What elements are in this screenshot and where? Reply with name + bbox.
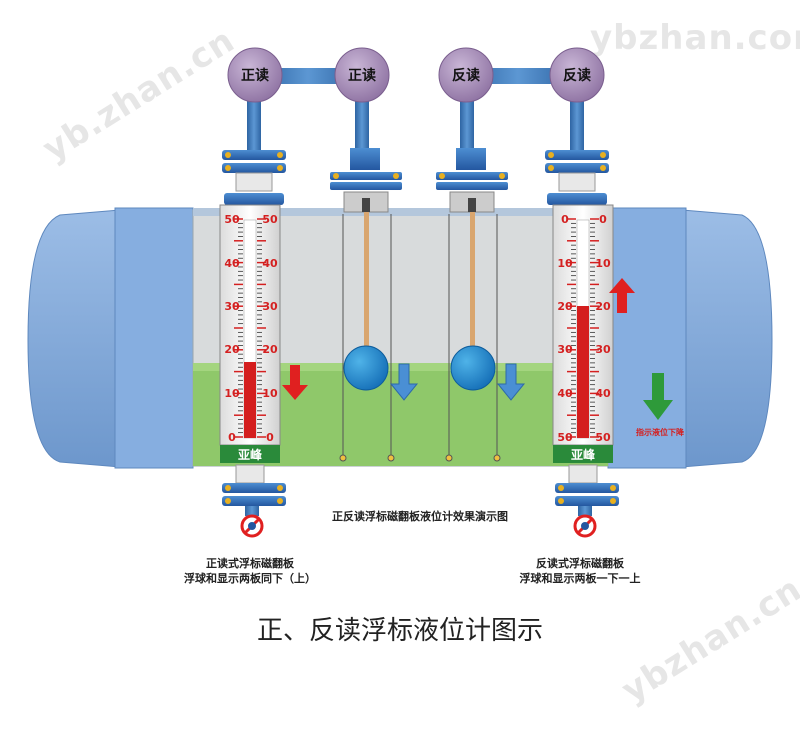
left-brand-plate: [220, 445, 280, 463]
left-scale-20-a: 20: [224, 343, 240, 356]
left-drain-valve-icon: [240, 514, 264, 538]
head-4: [549, 47, 605, 103]
left-scale-10-a: 10: [224, 387, 240, 400]
left-scale-20-b: 20: [262, 343, 278, 356]
guide-tubes: [339, 214, 501, 462]
left-caption-line-2: 浮球和显示两板同下（上）: [184, 572, 316, 585]
red-up-arrow-icon: [609, 278, 635, 313]
head-3: [438, 47, 494, 103]
left-scale-0-a: 0: [228, 431, 236, 444]
left-bottom-flange: [222, 464, 286, 516]
connecting-bars: [247, 68, 584, 160]
left-scale-30-a: 30: [224, 300, 240, 313]
right-scale-0-a: 0: [561, 213, 569, 226]
left-scale: 50 50 40 40 30 30 20 20 10 10 0 0: [224, 213, 278, 444]
right-scale-10-b: 10: [595, 257, 611, 270]
right-scale-40-b: 40: [595, 387, 611, 400]
right-scale-20-a: 20: [557, 300, 573, 313]
left-scale-40-a: 40: [224, 257, 240, 270]
left-scale-50-b: 50: [262, 213, 278, 226]
right-scale-40-a: 40: [557, 387, 573, 400]
right-scale-20-b: 20: [595, 300, 611, 313]
right-scale-0-b: 0: [599, 213, 607, 226]
right-scale-30-b: 30: [595, 343, 611, 356]
blue-down-arrow-icon-2: [496, 363, 526, 401]
left-caption-line-1: 正读式浮标磁翻板: [206, 557, 294, 570]
right-caption-line-2: 浮球和显示两板一下一上: [519, 572, 641, 585]
float-2: [450, 212, 496, 391]
left-scale-50-a: 50: [224, 213, 240, 226]
right-caption-line-1: 反读式浮标磁翻板: [536, 557, 624, 570]
left-scale-30-b: 30: [262, 300, 278, 313]
left-scale-10-b: 10: [262, 387, 278, 400]
level-note: 指示液位下降: [636, 427, 685, 437]
right-bottom-flange: [555, 464, 619, 516]
right-scale: 0 0 10 10 20 20 30 30 40 40 50 50: [557, 213, 611, 444]
head-1: [227, 47, 283, 103]
float-1: [343, 212, 389, 391]
demo-title: 正反读浮标磁翻板液位计效果演示图: [332, 509, 508, 523]
head-label-2: 正读: [348, 67, 376, 84]
left-brand: 亚峰: [238, 447, 263, 462]
mid-flange-1: [330, 148, 402, 213]
left-scale-0-b: 0: [266, 431, 274, 444]
mid-flange-2: [436, 148, 508, 213]
left-caption: 正读式浮标磁翻板 浮球和显示两板同下（上）: [150, 556, 350, 586]
right-caption: 反读式浮标磁翻板 浮球和显示两板一下一上: [480, 556, 680, 586]
left-top-flange: [222, 150, 286, 205]
right-top-flange: [545, 150, 609, 205]
right-drain-valve-icon: [573, 514, 597, 538]
head-label-1: 正读: [241, 67, 269, 84]
left-scale-40-b: 40: [262, 257, 278, 270]
green-down-arrow-icon: [643, 373, 673, 420]
main-caption: 正、反读浮标液位计图示: [256, 616, 543, 646]
red-down-arrow-icon: [282, 365, 308, 400]
left-gauge: [219, 204, 281, 446]
right-scale-10-a: 10: [557, 257, 573, 270]
blue-down-arrow-icon-1: [389, 363, 419, 401]
head-2: [334, 47, 390, 103]
right-brand: 亚峰: [571, 447, 596, 462]
head-label-3: 反读: [452, 67, 480, 84]
right-gauge: [552, 204, 614, 446]
right-scale-50-a: 50: [557, 431, 573, 444]
head-label-4: 反读: [563, 67, 591, 84]
right-scale-50-b: 50: [595, 431, 611, 444]
right-scale-30-a: 30: [557, 343, 573, 356]
right-brand-plate: [553, 445, 613, 463]
